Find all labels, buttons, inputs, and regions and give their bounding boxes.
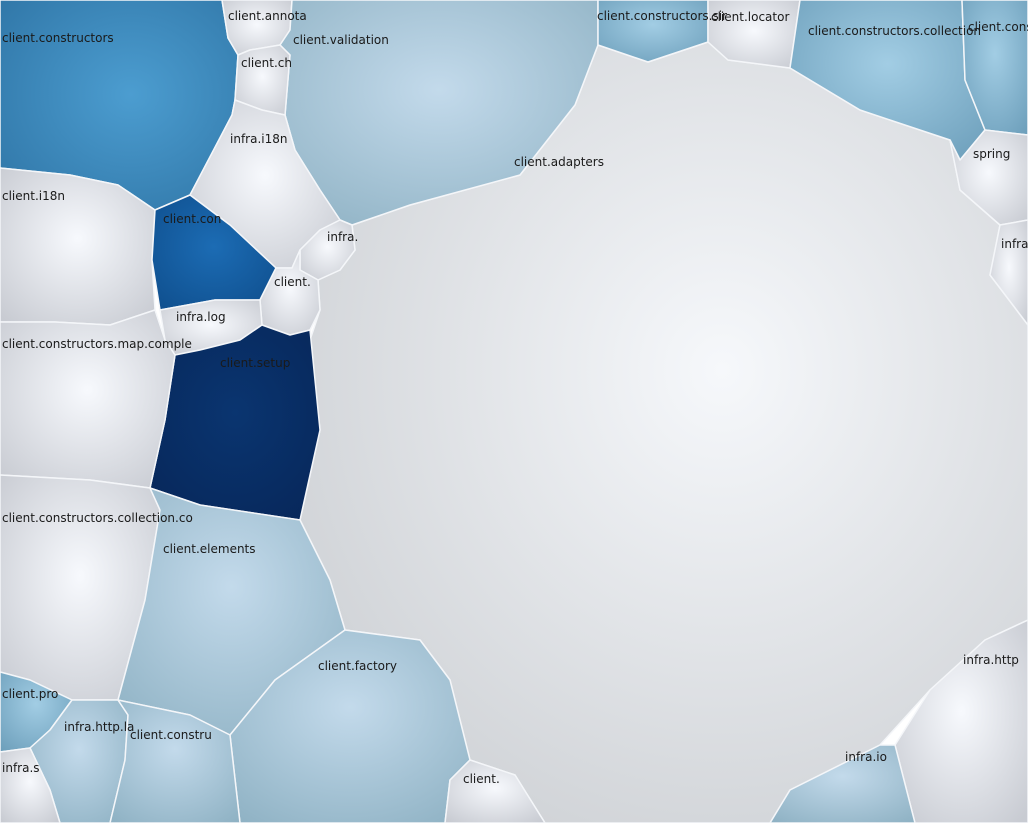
cell-label: client.con [163,212,221,226]
cell-label: infra.io [845,750,887,764]
cell-label: client.factory [318,659,397,673]
cell-label: client.constructors.sir [597,9,727,23]
cell-label: infra.s [2,761,40,775]
cell-label: client.constructors.collection [808,24,981,38]
cell-label: client.annota [228,9,307,23]
cell-label: infra.log [176,310,226,324]
cell-label: infra.http [963,653,1019,667]
voronoi-cell [597,0,709,63]
cell-label: infra.i18n [230,132,287,146]
cell-label: client. [463,772,500,786]
cell-label: client.locator [711,10,789,24]
cell-label: client.pro [2,687,58,701]
cell-label: client.constructors [2,31,114,45]
voronoi-cell [149,324,321,521]
cell-label: client. [274,275,311,289]
voronoi-cell [707,0,801,69]
cell-label: client.ch [241,56,292,70]
voronoi-cell [444,759,546,823]
cell-label: infra [1001,237,1028,251]
cell-label: client.constructors.collection.co [2,511,193,525]
cell-label: infra. [327,230,358,244]
cell-label: infra.http.la [64,720,134,734]
cell-label: client.constru [130,728,212,742]
voronoi-cell [989,219,1028,326]
cell-label: client.const [968,20,1028,34]
cell-label: client.adapters [514,155,604,169]
cell-label: client.validation [293,33,389,47]
voronoi-cell [769,744,916,823]
voronoi-cell [0,747,61,823]
cell-label: client.constructors.map.comple [2,337,192,351]
cell-label: spring [973,147,1010,161]
cell-label: client.elements [163,542,256,556]
cell-label: client.setup [220,356,290,370]
voronoi-cell [109,699,241,823]
cell-label: client.i18n [2,189,65,203]
